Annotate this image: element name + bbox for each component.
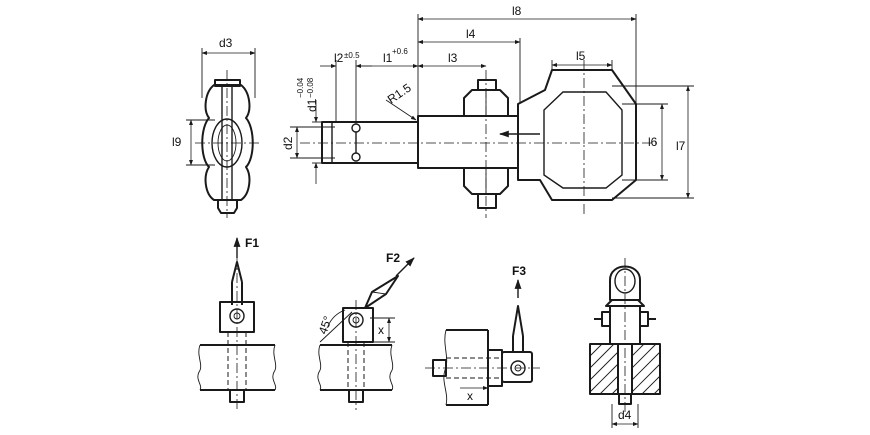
hatch-left	[589, 343, 619, 395]
dim-label-l4: l4	[466, 27, 476, 41]
hatch-right	[631, 343, 661, 395]
dim-label-l1: l1	[383, 51, 393, 65]
load-case-f1: F1	[197, 236, 277, 410]
dim-label-l8: l8	[512, 4, 522, 18]
dim-label-l2: l2	[334, 51, 344, 65]
dim-label-d4: d4	[618, 408, 632, 422]
dim-label-l7: l7	[676, 139, 686, 153]
front-dimensions: d1 −0.04 −0.08 d2 l2 ±0.5 l1 +0.6 l3 l4 …	[281, 4, 694, 199]
load-label-f3: F3	[512, 264, 526, 278]
dim-label-d3: d3	[219, 36, 233, 50]
load-label-f2: F2	[386, 251, 400, 265]
dim-label-d1: d1	[305, 98, 319, 112]
dim-label-l6: l6	[648, 135, 658, 149]
x-label-f2: x	[378, 323, 384, 337]
dim-label-l5: l5	[576, 49, 586, 63]
dim-label-radius: R1.5	[385, 81, 414, 107]
load-case-f3: F3 x	[425, 264, 540, 406]
dim-tol-l2: ±0.5	[344, 51, 360, 60]
x-label-f3: x	[467, 389, 473, 403]
dim-tol-l1: +0.6	[392, 47, 408, 56]
front-view	[300, 60, 660, 218]
load-label-f1: F1	[245, 236, 259, 250]
dim-label-d2: d2	[281, 136, 295, 150]
section-view: d4	[589, 258, 661, 428]
dim-label-l3: l3	[448, 51, 458, 65]
dim-tol-d1-upper: −0.04	[296, 77, 305, 98]
load-case-f2: F2 45° x	[316, 251, 415, 410]
dim-tol-d1-lower: −0.08	[306, 77, 315, 98]
dim-label-l9: l9	[172, 135, 182, 149]
angle-label: 45°	[316, 314, 335, 336]
side-view: d3 l9	[172, 36, 260, 218]
